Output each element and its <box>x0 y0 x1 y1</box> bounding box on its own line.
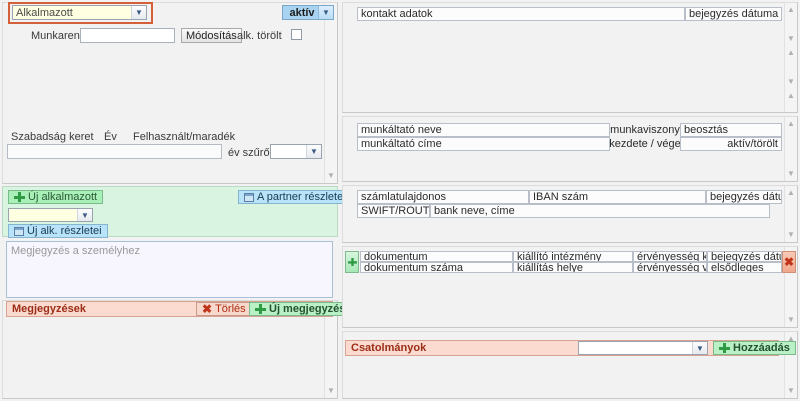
employee-select-value: Alkalmazott <box>16 6 73 19</box>
employment-position-header[interactable]: beosztás <box>680 123 782 137</box>
contact-data-header[interactable]: kontakt adatok <box>357 7 685 21</box>
work-schedule-label: Munkarend <box>31 30 87 42</box>
add-attachment-icon <box>719 343 730 353</box>
new-employee-details-label: Új alk. részletei <box>27 225 102 237</box>
scroll-down-arrow[interactable]: ▼ <box>327 386 335 395</box>
year-filter-label: év szűrő <box>228 147 270 159</box>
scroll-up-arrow[interactable]: ▲ <box>787 334 795 343</box>
new-note-label: Új megjegyzés <box>269 303 346 315</box>
partner-details-button[interactable]: A partner részletei <box>238 190 352 204</box>
employee-quick-select[interactable]: ▼ <box>8 208 93 222</box>
delete-note-button[interactable]: ✖ Törlés <box>196 302 252 316</box>
document-primary-header[interactable]: elsődleges <box>707 262 782 273</box>
document-issue-place-header[interactable]: kiállítás helye <box>513 262 633 273</box>
vacation-frame-label: Szabadság keret <box>11 131 94 143</box>
window-icon <box>14 226 24 236</box>
employment-relation-header[interactable]: munkaviszony <box>610 124 680 136</box>
deleted-checkbox-label: alk. törölt <box>237 30 282 42</box>
document-entry-date-header[interactable]: bejegyzés dátuma <box>707 251 782 262</box>
vacation-row-input[interactable] <box>7 144 222 159</box>
scroll-down-arrow-2[interactable]: ▼ <box>787 77 795 86</box>
employment-period-header[interactable]: kezdete / vége <box>610 138 680 150</box>
document-header[interactable]: dokumentum <box>360 251 513 262</box>
document-number-header[interactable]: dokumentum száma <box>360 262 513 273</box>
new-employee-label: Új alkalmazott <box>28 191 98 203</box>
bank-scrollbar[interactable]: ▲ ▼ <box>784 186 797 242</box>
chevron-down-icon[interactable]: ▼ <box>318 6 333 19</box>
bank-name-address-header[interactable]: bank neve, címe <box>430 204 770 218</box>
window-icon <box>244 192 254 202</box>
scroll-up-arrow-3[interactable]: ▲ <box>787 91 795 100</box>
swift-header[interactable]: SWIFT/ROUT/BLZ <box>357 204 430 218</box>
employer-name-header[interactable]: munkáltató neve <box>357 123 610 137</box>
new-note-button[interactable]: Új megjegyzés <box>249 302 352 316</box>
chevron-down-icon[interactable]: ▼ <box>77 209 92 221</box>
person-note-textarea[interactable]: Megjegyzés a személyhez <box>6 241 333 298</box>
modify-button[interactable]: Módosítás <box>181 28 242 43</box>
add-note-icon <box>255 304 266 314</box>
person-note-placeholder: Megjegyzés a személyhez <box>11 245 141 257</box>
delete-document-button[interactable]: ✖ <box>782 251 796 273</box>
attachment-select[interactable]: ▼ <box>578 341 708 355</box>
chevron-down-icon[interactable]: ▼ <box>692 342 707 354</box>
document-valid-to-header[interactable]: érvényesség vége <box>633 262 707 273</box>
vacation-year-label: Év <box>104 131 117 143</box>
iban-header[interactable]: IBAN szám <box>529 190 706 204</box>
modify-button-label: Módosítás <box>186 29 237 42</box>
employee-select[interactable]: Alkalmazott ▼ <box>12 5 147 20</box>
document-issuer-header[interactable]: kiállító intézmény <box>513 251 633 262</box>
delete-note-label: Törlés <box>215 303 246 315</box>
scroll-down-arrow[interactable]: ▼ <box>787 34 795 43</box>
employment-scrollbar[interactable]: ▲ ▼ <box>784 117 797 181</box>
employer-address-header[interactable]: munkáltató címe <box>357 137 610 151</box>
status-select-value: aktív <box>289 6 315 19</box>
add-attachment-button[interactable]: Hozzáadás <box>713 341 796 355</box>
red-x-icon: ✖ <box>783 255 795 269</box>
scroll-down-arrow[interactable]: ▼ <box>787 169 795 178</box>
add-document-button[interactable] <box>345 251 359 273</box>
scroll-up-arrow[interactable]: ▲ <box>787 5 795 14</box>
new-employee-details-button[interactable]: Új alk. részletei <box>8 224 108 238</box>
partner-details-label: A partner részletei <box>257 191 346 203</box>
status-select[interactable]: aktív ▼ <box>282 5 334 20</box>
year-filter-select[interactable]: ▼ <box>270 144 322 159</box>
scroll-up-arrow[interactable]: ▲ <box>787 119 795 128</box>
scroll-down-arrow[interactable]: ▼ <box>787 386 795 395</box>
scroll-down-arrow[interactable]: ▼ <box>787 230 795 239</box>
scroll-up-arrow[interactable]: ▲ <box>787 188 795 197</box>
contact-entry-date-header[interactable]: bejegyzés dátuma <box>685 7 782 21</box>
chevron-down-icon[interactable]: ▼ <box>306 145 321 158</box>
scroll-up-arrow-2[interactable]: ▲ <box>787 48 795 57</box>
employment-active-deleted-header[interactable]: aktív/törölt <box>680 137 782 151</box>
work-schedule-input[interactable] <box>80 28 175 43</box>
deleted-checkbox[interactable] <box>291 29 302 40</box>
vacation-used-label: Felhasznált/maradék <box>133 131 236 143</box>
bank-entry-date-header[interactable]: bejegyzés dátuma <box>706 190 782 204</box>
account-owner-header[interactable]: számlatulajdonos <box>357 190 529 204</box>
add-document-icon <box>347 258 357 266</box>
contact-scrollbar[interactable]: ▲ ▼ ▲ ▼ ▲ ▼ <box>784 3 797 129</box>
scroll-down-arrow[interactable]: ▼ <box>327 171 335 180</box>
add-attachment-label: Hozzáadás <box>733 342 790 354</box>
employee-panel-scrollbar[interactable]: ▲ ▼ <box>324 3 337 183</box>
chevron-down-icon[interactable]: ▼ <box>131 6 146 19</box>
scroll-down-arrow[interactable]: ▼ <box>787 315 795 324</box>
new-employee-button[interactable]: Új alkalmazott <box>8 190 104 204</box>
notes-section-title: Megjegyzések <box>12 303 86 315</box>
attachments-section-title: Csatolmányok <box>351 342 427 354</box>
document-valid-from-header[interactable]: érvényesség kezd. <box>633 251 707 262</box>
add-person-icon <box>14 192 25 202</box>
red-x-icon: ✖ <box>202 302 213 316</box>
